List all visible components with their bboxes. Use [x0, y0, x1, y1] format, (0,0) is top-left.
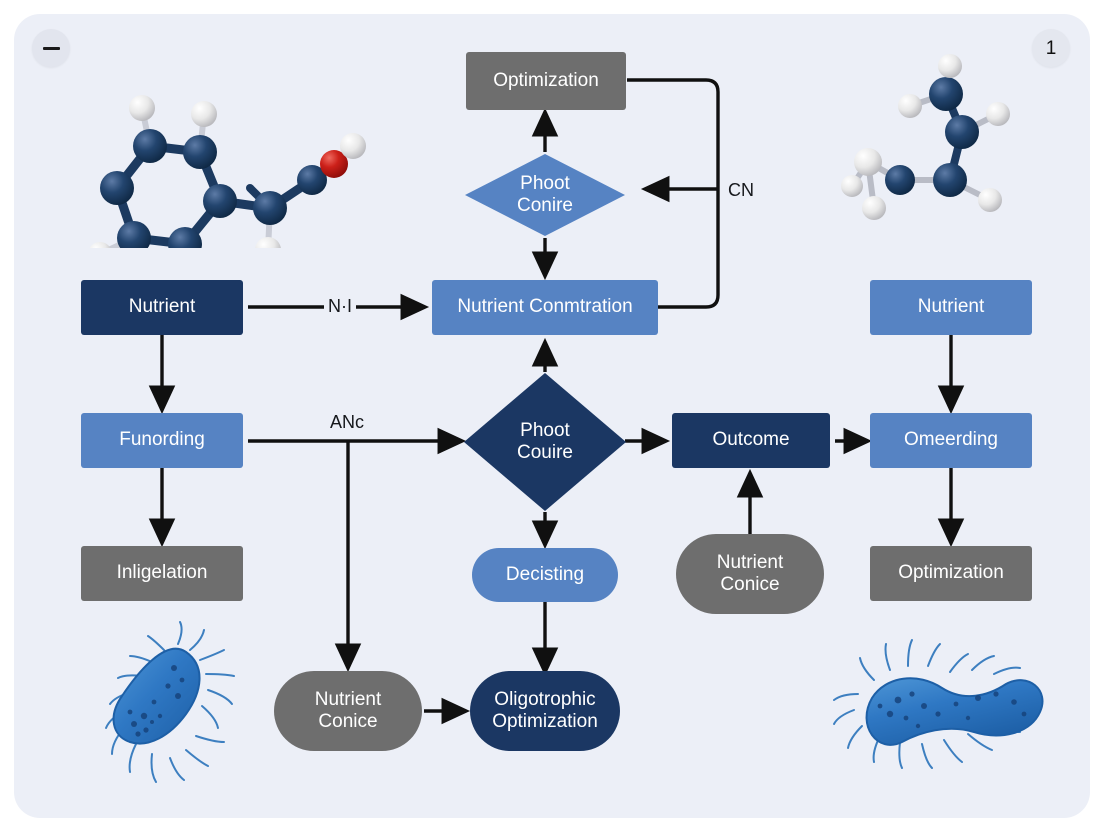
- edge-label-funording-to-phoot: ANc: [326, 412, 369, 433]
- node-label-line2: Optimization: [492, 711, 598, 732]
- molecule-right-illustration: [841, 54, 1010, 220]
- node-label: Optimization: [493, 69, 599, 91]
- page-badge[interactable]: 1: [1032, 29, 1070, 67]
- node-optimization-right[interactable]: Optimization: [870, 546, 1032, 601]
- node-oligotrophic-optimization[interactable]: Oligotrophic Optimization: [470, 671, 620, 751]
- node-label-line2: Conice: [318, 711, 378, 732]
- node-label-group: Nutrient Conice: [315, 689, 382, 734]
- node-phoot-couire[interactable]: Phoot Couire: [462, 371, 628, 513]
- node-omeerding[interactable]: Omeerding: [870, 413, 1032, 468]
- node-nutrient-left[interactable]: Nutrient: [81, 280, 243, 335]
- node-label: Inligelation: [116, 562, 208, 584]
- node-optimization-top[interactable]: Optimization: [466, 52, 626, 110]
- bacterium-right-illustration: [833, 639, 1044, 769]
- collapse-button[interactable]: [32, 29, 70, 67]
- node-label-group: Nutrient Conice: [717, 552, 784, 597]
- node-nutrient-conice-mid[interactable]: Nutrient Conice: [676, 534, 824, 614]
- diagram-stage: Optimization Phoot Conire Nutrient Nutri…: [14, 14, 1090, 818]
- node-label: Funording: [119, 429, 205, 451]
- node-label: Nutrient Conmtration: [457, 296, 633, 318]
- node-nutrient-conice-bottom[interactable]: Nutrient Conice: [274, 671, 422, 751]
- node-nutrient-right[interactable]: Nutrient: [870, 280, 1032, 335]
- edge-label-nutrient-to-conmtration: N·I: [324, 296, 356, 317]
- molecule-left-illustration: [89, 95, 366, 248]
- page-badge-label: 1: [1045, 37, 1057, 59]
- node-funording[interactable]: Funording: [81, 413, 243, 468]
- node-label: Decisting: [505, 563, 585, 585]
- node-label: Omeerding: [904, 429, 998, 451]
- minus-icon: [42, 46, 60, 50]
- node-label: Nutrient: [128, 296, 196, 318]
- node-phoot-conire[interactable]: Phoot Conire: [463, 152, 627, 238]
- node-label-line1: Nutrient: [716, 551, 784, 573]
- node-inligelation[interactable]: Inligelation: [81, 546, 243, 601]
- diamond-shape: [465, 154, 625, 236]
- node-label: Outcome: [712, 429, 790, 451]
- node-decisting[interactable]: Decisting: [472, 548, 618, 602]
- node-label: Optimization: [898, 562, 1004, 584]
- edge-label-feedback-loop: CN: [724, 180, 758, 201]
- node-label-line2: Conice: [720, 574, 780, 595]
- bacterium-left-illustration: [105, 621, 235, 783]
- node-label: Nutrient: [917, 296, 985, 318]
- node-nutrient-conmtration[interactable]: Nutrient Conmtration: [432, 280, 658, 335]
- diamond-shape: [464, 373, 626, 511]
- node-outcome[interactable]: Outcome: [672, 413, 830, 468]
- diagram-canvas: Optimization Phoot Conire Nutrient Nutri…: [14, 14, 1090, 818]
- node-label-group: Oligotrophic Optimization: [492, 689, 598, 734]
- node-label-line1: Oligotrophic: [494, 688, 596, 710]
- node-label-line1: Nutrient: [314, 688, 382, 710]
